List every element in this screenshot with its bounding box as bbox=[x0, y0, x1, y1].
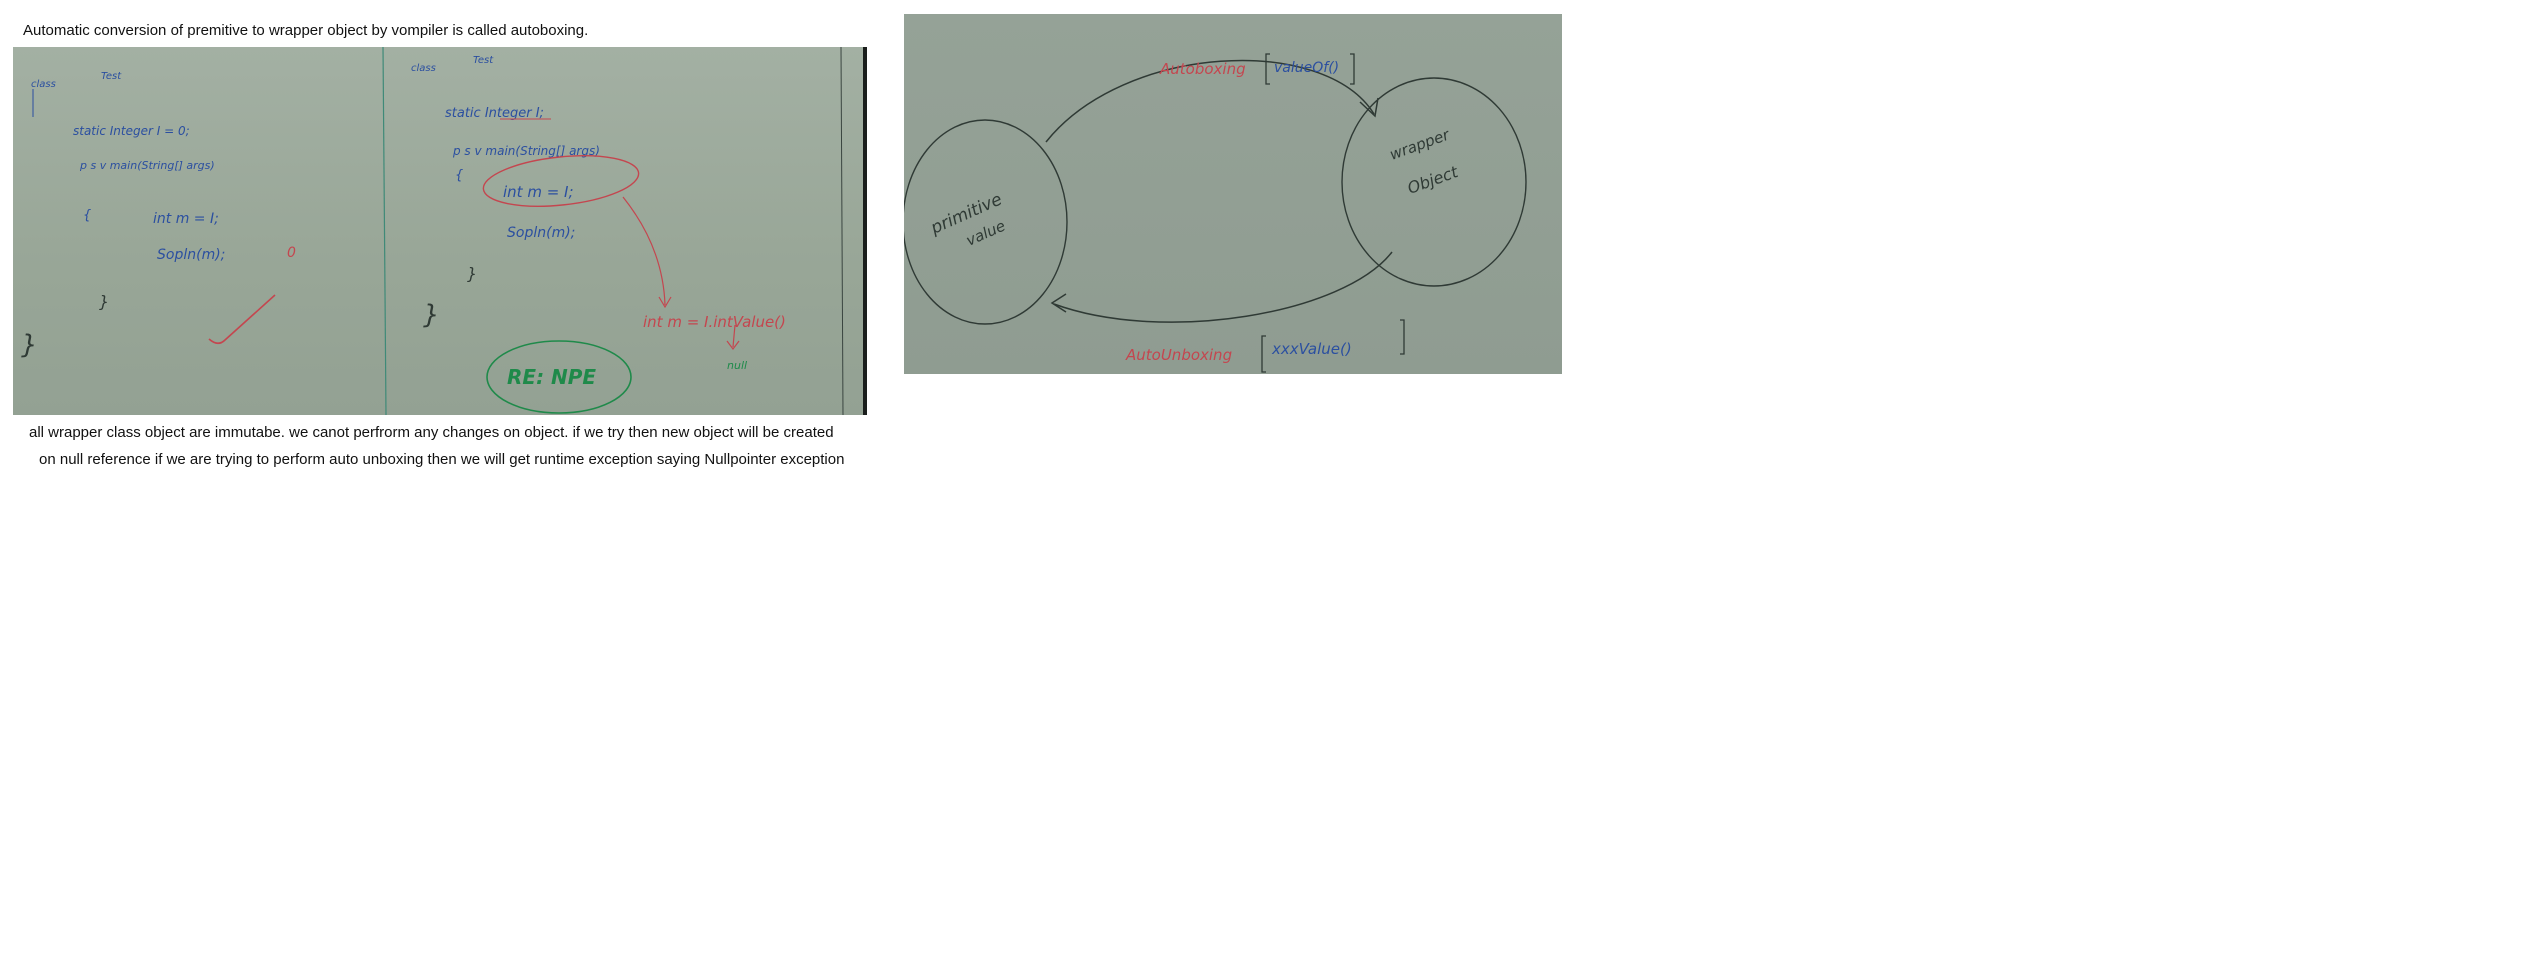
wrapper-object-circle bbox=[1341, 77, 1527, 287]
whiteboard-code-drawing: class Test static Integer I = 0; p s v m… bbox=[21, 47, 867, 415]
expansion-arrow bbox=[622, 196, 666, 306]
panel-a-close-brace-inner: } bbox=[99, 292, 109, 311]
panel-a-class-keyword: class bbox=[31, 79, 56, 90]
autounboxing-arrow-head bbox=[1050, 293, 1067, 313]
panel-b-assign-line: int m = I; bbox=[503, 183, 574, 201]
panel-b-close-brace-inner: } bbox=[467, 264, 477, 283]
checkmark-icon bbox=[208, 294, 276, 345]
panel-a-main-line: p s v main(String[] args) bbox=[79, 159, 215, 172]
expansion-arrow-head bbox=[658, 296, 672, 309]
panel-b-class-keyword: class bbox=[411, 63, 436, 74]
primitive-value-circle bbox=[904, 119, 1068, 325]
panel-b-main-line: p s v main(String[] args) bbox=[452, 144, 600, 158]
panel-b-field-line: static Integer I; bbox=[445, 106, 544, 121]
note-autoboxing-definition: Automatic conversion of premitive to wra… bbox=[23, 22, 589, 39]
panel-a-print-line: Sopln(m); bbox=[157, 247, 225, 263]
assign-line-highlight-circle bbox=[482, 155, 640, 207]
whiteboard-code-image: class Test static Integer I = 0; p s v m… bbox=[13, 47, 867, 415]
autoboxing-arrow bbox=[1045, 59, 1375, 143]
autounboxing-label: AutoUnboxing bbox=[1125, 346, 1232, 364]
panel-a-class-name: Test bbox=[101, 71, 122, 82]
null-arrow bbox=[726, 324, 740, 350]
whiteboard-diagram-image: primitive value wrapper Object Autoboxin… bbox=[904, 14, 1562, 374]
panel-b-expansion-line: int m = I.intValue() bbox=[643, 313, 786, 331]
panel-b-open-brace: { bbox=[455, 168, 463, 183]
panel-b-close-brace-outer: } bbox=[423, 300, 440, 330]
panel-b-class-name: Test bbox=[473, 55, 494, 66]
panel-a-print-output: 0 bbox=[287, 245, 296, 261]
note-null-unboxing: on null reference if we are trying to pe… bbox=[39, 451, 845, 468]
autounboxing-bracket-right bbox=[1400, 319, 1405, 355]
autoboxing-arrow-head bbox=[1359, 97, 1379, 118]
panel-a-close-brace-outer: } bbox=[21, 330, 38, 360]
autoboxing-label: Autoboxing bbox=[1159, 60, 1246, 78]
note-immutability: all wrapper class object are immutabe. w… bbox=[29, 424, 834, 441]
autounboxing-method: xxxValue() bbox=[1271, 340, 1352, 358]
panel-a-field-line: static Integer I = 0; bbox=[73, 124, 190, 138]
panel-b-error-label: RE: NPE bbox=[507, 365, 596, 389]
npe-highlight-circle bbox=[486, 340, 632, 414]
autoboxing-diagram: primitive value wrapper Object Autoboxin… bbox=[904, 53, 1527, 373]
autoboxing-method: valueOf() bbox=[1274, 60, 1339, 76]
panel-a-open-brace: { bbox=[83, 208, 91, 223]
panel-a-assign-line: int m = I; bbox=[153, 211, 219, 227]
panel-b-print-line: Sopln(m); bbox=[507, 225, 575, 241]
autounboxing-arrow bbox=[1053, 251, 1393, 323]
board-edge-line bbox=[840, 47, 844, 415]
autoboxing-bracket-left bbox=[1265, 53, 1270, 85]
board-divider-line bbox=[382, 47, 387, 415]
autoboxing-bracket-right bbox=[1350, 53, 1355, 85]
wrapper-label-line-1: wrapper bbox=[1387, 125, 1452, 163]
panel-b-null-label: null bbox=[727, 359, 747, 372]
wrapper-label-line-2: Object bbox=[1405, 162, 1461, 198]
board-frame-edge bbox=[863, 47, 867, 415]
autounboxing-bracket-left bbox=[1261, 335, 1266, 373]
